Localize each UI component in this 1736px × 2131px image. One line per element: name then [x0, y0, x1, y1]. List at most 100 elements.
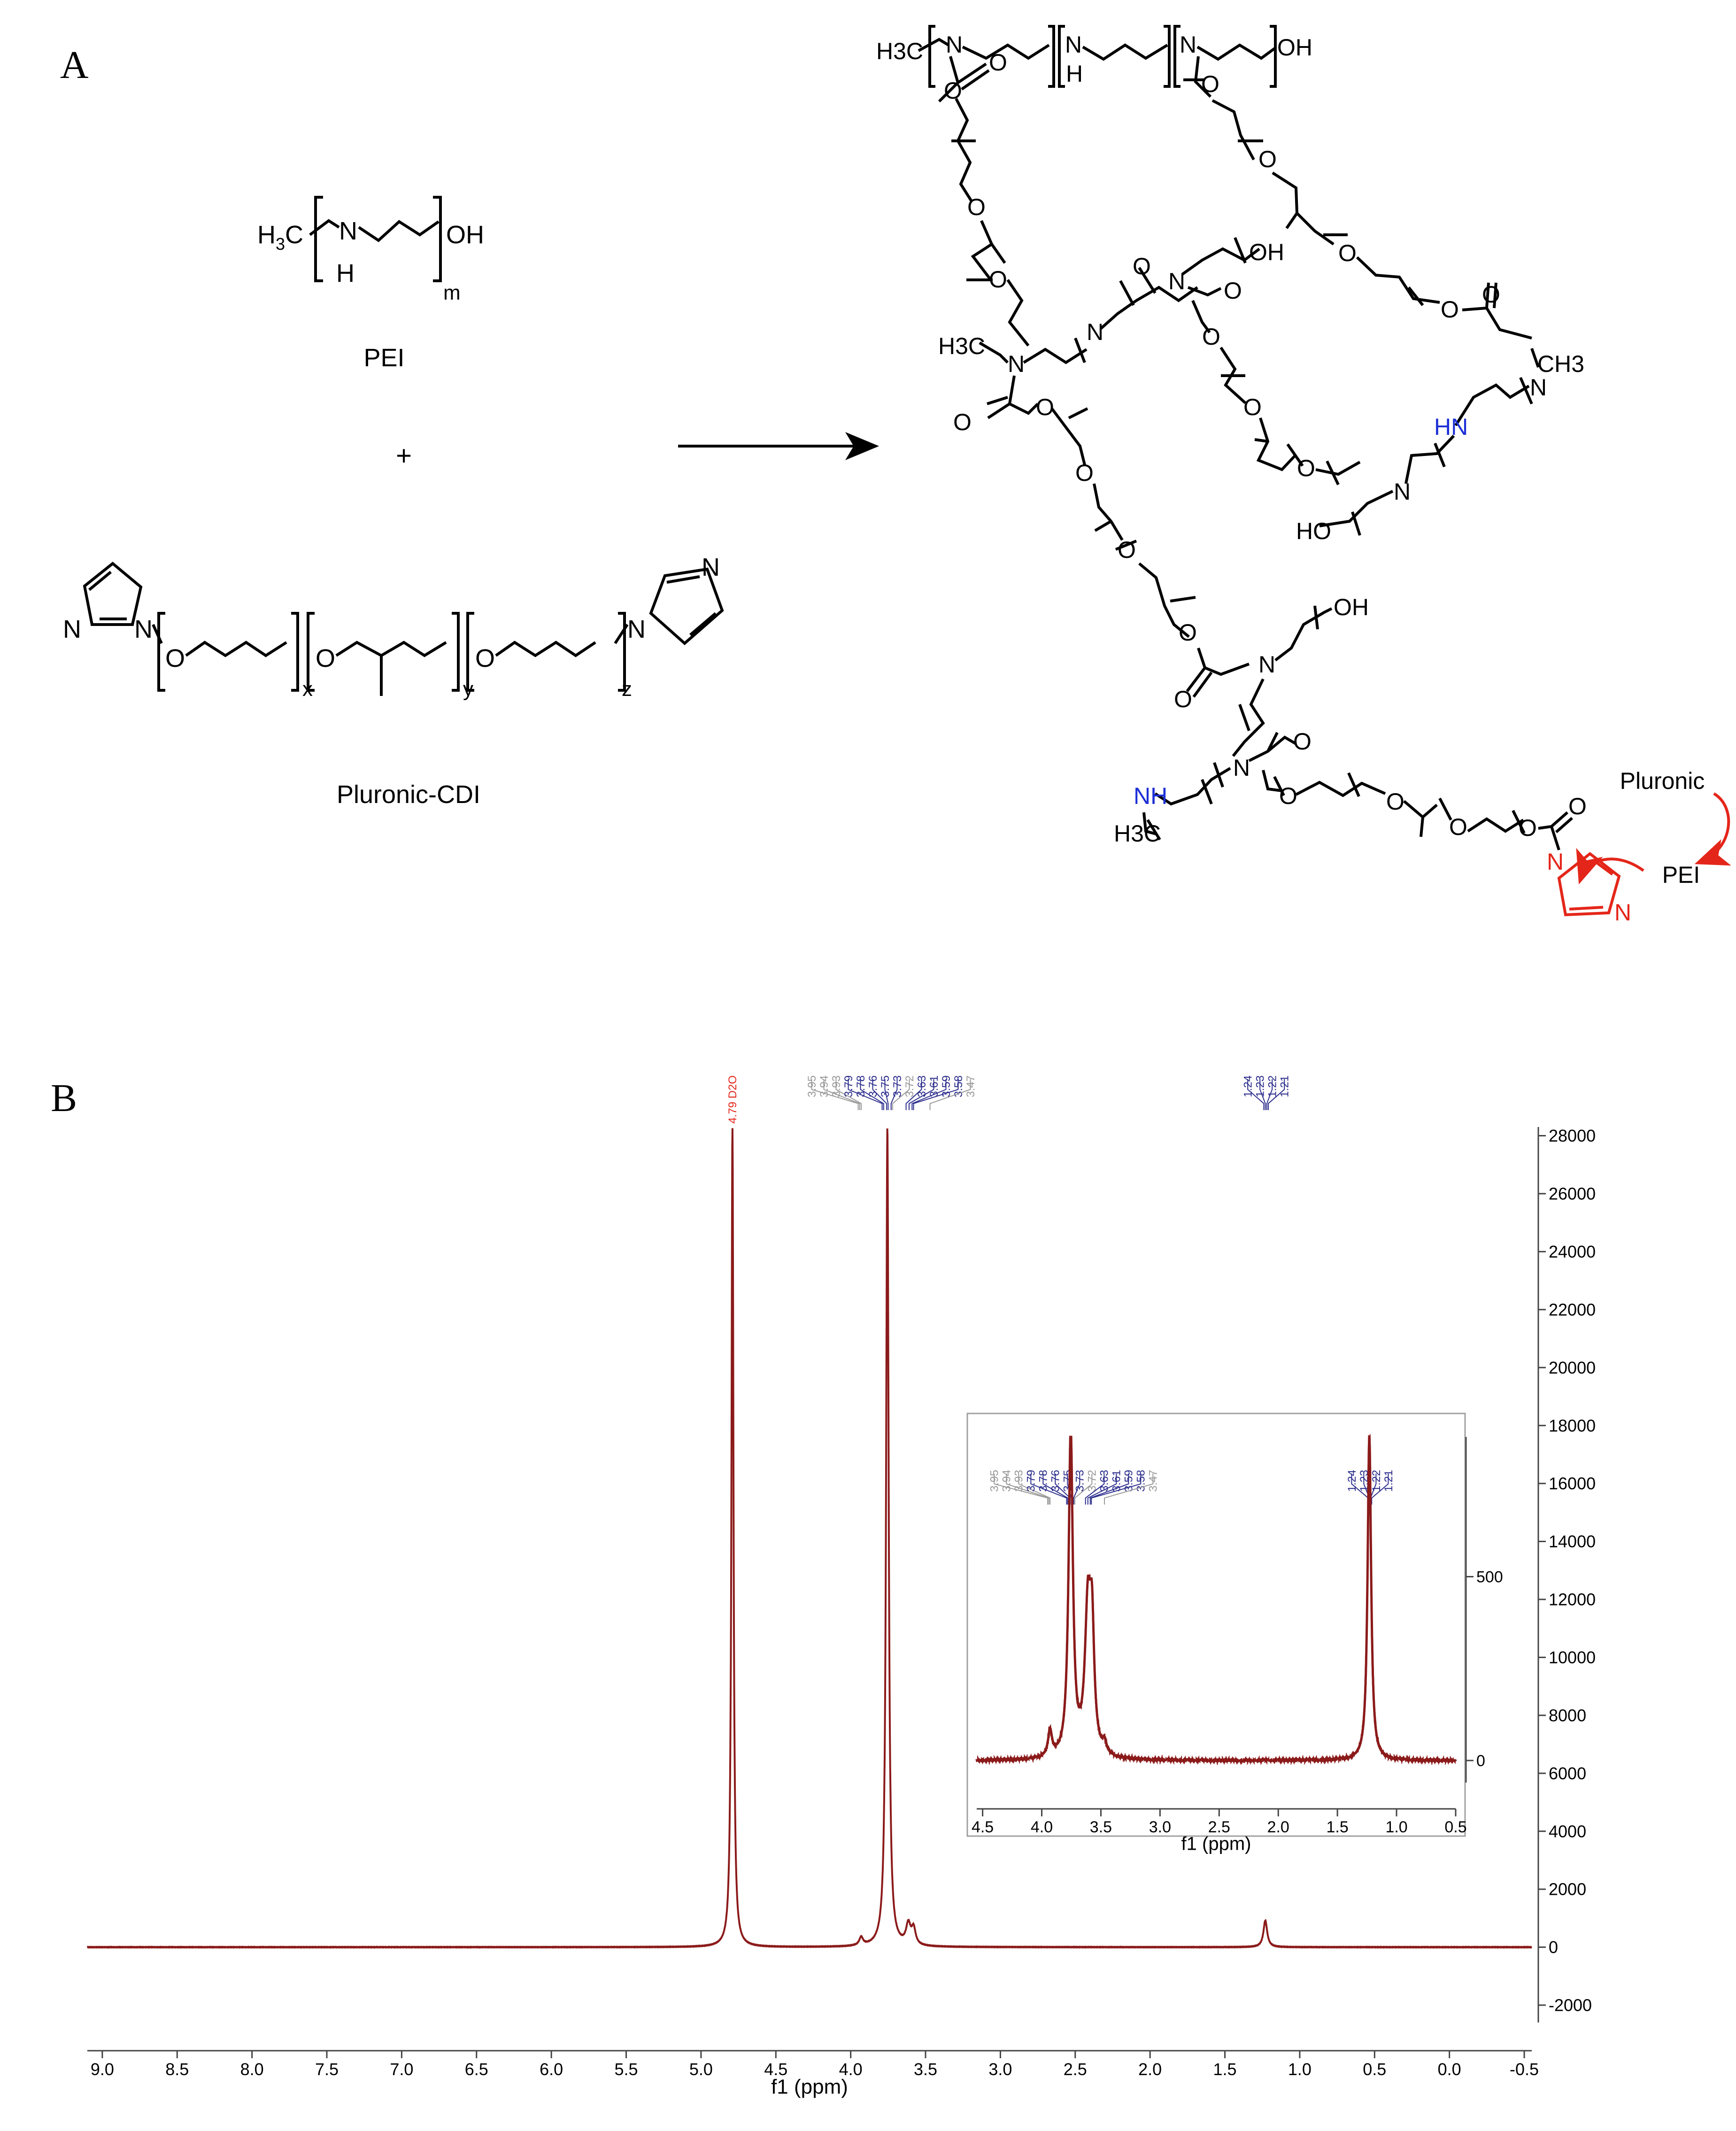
main-y-tick-label: 18000	[1549, 1416, 1596, 1435]
crosslinked-product: H3C N N H N OH O O O	[876, 25, 1587, 850]
main-x-tick-label: -0.5	[1510, 2060, 1539, 2079]
inset-peak-connector	[1006, 1474, 1049, 1505]
inset-x-tick-label: 3.0	[1149, 1818, 1171, 1836]
product-o-e3: O	[1338, 240, 1357, 266]
main-y-tick-label: 20000	[1549, 1358, 1596, 1377]
product-o-c3: O	[1441, 296, 1459, 323]
inset-x-tick-label: 2.5	[1208, 1818, 1230, 1836]
main-x-tick-label: 5.5	[614, 2060, 638, 2079]
main-x-tick-label: 5.0	[689, 2060, 713, 2079]
right-imidazole-n3: N	[702, 553, 720, 581]
main-spectrum-trace	[86, 1128, 1533, 1949]
main-y-tick-label: 14000	[1549, 1532, 1596, 1551]
svg-text:H3C: H3C	[257, 221, 303, 254]
inset-peak-connector	[1091, 1474, 1142, 1505]
main-peak-connector	[911, 1079, 947, 1110]
peo-right-o: O	[475, 644, 495, 672]
main-peak-connector	[872, 1079, 887, 1110]
product-o-e2: O	[989, 266, 1007, 293]
product-o-p2: O	[1258, 146, 1277, 172]
mechanism-pluronic-label: Pluronic	[1620, 768, 1705, 794]
pluronic-cdi-structure: N N O x O y O z N N Pluronic	[63, 553, 724, 809]
product-ch3: CH3	[1537, 351, 1584, 377]
main-y-tick-label: -2000	[1549, 1996, 1592, 2015]
main-x-tick-label: 0.0	[1438, 2060, 1461, 2079]
main-y-tick-label: 26000	[1549, 1184, 1596, 1204]
main-y-tick-label: 10000	[1549, 1648, 1596, 1667]
main-y-tick-label: 12000	[1549, 1590, 1596, 1609]
inset-spectrum-trace	[975, 1433, 1457, 1766]
inset-frame	[966, 1413, 1466, 1837]
main-peak-connector	[884, 1079, 889, 1110]
red-arrow-pei	[1576, 848, 1644, 885]
right-imidazole-n1: N	[627, 615, 646, 643]
panel-b-label: B	[51, 1076, 77, 1120]
main-x-axis-label: f1 (ppm)	[771, 2076, 848, 2099]
main-peak-connector	[1259, 1079, 1266, 1110]
main-x-tick-label: 3.5	[914, 2060, 937, 2079]
main-peak-connector	[1266, 1079, 1273, 1110]
product-oh-top: OH	[1277, 34, 1312, 61]
panel-a-label: A	[60, 43, 89, 87]
pei-h: H	[257, 221, 276, 249]
pei-repeat-m: m	[443, 281, 461, 304]
main-y-tick-label: 8000	[1549, 1706, 1586, 1725]
product-oh-mid: OH	[1249, 239, 1284, 265]
product-o-c3-dbl: O	[1482, 281, 1500, 308]
pei-nh: H	[336, 259, 355, 287]
inset-peak-connector	[1018, 1474, 1051, 1505]
product-o-p4: O	[1075, 460, 1094, 486]
inset-x-axis-label: f1 (ppm)	[1181, 1833, 1251, 1854]
main-y-tick-label: 24000	[1549, 1242, 1596, 1261]
inset-peak-connector	[1030, 1474, 1067, 1505]
inset-peak-connector	[1085, 1474, 1105, 1505]
terminal-imidazole: N N	[1547, 849, 1631, 926]
repeat-z: z	[622, 678, 632, 701]
product-o-c9: O	[1519, 815, 1537, 841]
pei-label: PEI	[363, 344, 404, 372]
product-o-c4: O	[1133, 253, 1151, 279]
product-o-c6: O	[953, 409, 972, 435]
main-peak-connector	[848, 1079, 883, 1110]
product-hn-blue: HN	[1434, 414, 1468, 440]
inset-peak-connector	[1073, 1474, 1080, 1505]
product-n7: N	[1087, 319, 1103, 345]
main-peak-connector	[1247, 1079, 1265, 1110]
terminal-n3: N	[1614, 899, 1631, 926]
main-peak-connector	[811, 1079, 859, 1110]
main-peak-connector	[905, 1079, 922, 1110]
product-o-c7: O	[1179, 619, 1197, 646]
main-x-tick-label: 3.0	[988, 2060, 1012, 2079]
main-y-tick-label: 22000	[1549, 1300, 1596, 1319]
product-n4: N	[1530, 374, 1547, 401]
main-x-tick-label: 7.0	[390, 2060, 413, 2079]
product-nh-h: H	[1066, 61, 1083, 87]
main-y-tick-label: 0	[1549, 1938, 1558, 1957]
ppo-o: O	[316, 644, 335, 672]
inset-x-tick-label: 0.5	[1444, 1818, 1466, 1836]
product-h3c-top: H3C	[876, 38, 923, 64]
main-x-tick-label: 2.0	[1138, 2060, 1162, 2079]
pei-structure: H3C N H OH m PEI	[257, 196, 484, 372]
inset-x-tick-label: 4.0	[1031, 1818, 1053, 1836]
main-x-tick-label: 6.0	[540, 2060, 563, 2079]
inset-peak-connector	[994, 1474, 1049, 1505]
inset-y-tick-label: 500	[1476, 1568, 1503, 1586]
main-peak-connector	[913, 1079, 959, 1110]
product-o-e5: O	[1297, 455, 1315, 481]
inset-peak-connector	[1371, 1474, 1389, 1505]
main-x-tick-label: 7.5	[315, 2060, 339, 2079]
inset-x-tick-label: 1.0	[1385, 1818, 1407, 1836]
main-x-tick-label: 2.5	[1064, 2060, 1087, 2079]
main-peak-connector	[890, 1079, 898, 1110]
main-x-tick-label: 0.5	[1363, 2060, 1386, 2079]
product-n6: N	[1008, 351, 1025, 377]
main-x-tick-label: 8.0	[240, 2060, 264, 2079]
product-o-e4: O	[1202, 324, 1220, 350]
main-x-tick-label: 1.5	[1213, 2060, 1237, 2079]
product-ho: HO	[1296, 518, 1331, 544]
pei-c: C	[285, 221, 303, 249]
left-imidazole-n1: N	[134, 615, 153, 643]
